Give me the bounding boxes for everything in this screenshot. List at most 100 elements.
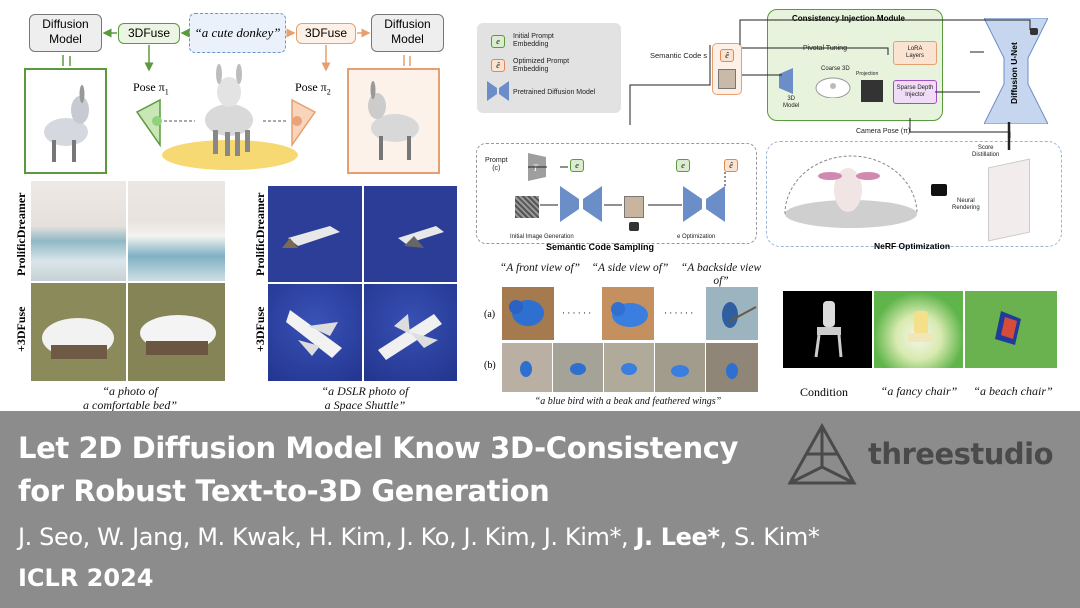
paper-title-line1: Let 2D Diffusion Model Know 3D-Consisten… bbox=[18, 431, 738, 465]
camera-pose-label: Camera Pose (π) bbox=[856, 128, 911, 135]
shuttle-row1-label: ProlificDreamer bbox=[253, 192, 267, 276]
bed-prolific-2-image bbox=[128, 181, 225, 281]
chair-beach-image bbox=[965, 291, 1057, 368]
score-distillation-label: Score Distillation bbox=[972, 145, 1000, 158]
bird-side-image bbox=[602, 287, 654, 340]
venue-label: ICLR 2024 bbox=[18, 564, 154, 592]
legend-pretrained-icon bbox=[487, 81, 509, 101]
bed-row1-label: ProlificDreamer bbox=[14, 192, 28, 276]
model-3d-icon bbox=[779, 68, 793, 94]
legend-optimized-swatch: ê bbox=[491, 59, 505, 72]
chair-fancy-image bbox=[874, 291, 963, 368]
bird-caption: “a blue bird with a beak and feathered w… bbox=[534, 396, 722, 407]
donkey-center-illustration bbox=[205, 64, 253, 156]
authors-end: , S. Kim* bbox=[719, 523, 820, 551]
initial-embedding-tag: e bbox=[570, 159, 584, 172]
bed-3dfuse-2-image bbox=[128, 283, 225, 381]
bird-b1-image bbox=[502, 343, 552, 392]
fuse-left-box: 3DFuse bbox=[118, 23, 180, 44]
semantic-code-box: ê bbox=[712, 43, 742, 95]
nerf-optimization-panel bbox=[766, 141, 1062, 247]
projection-image bbox=[861, 80, 883, 102]
view-front-label: “A front view of” bbox=[499, 262, 581, 274]
coarse-3d-label: Coarse 3D bbox=[821, 66, 850, 72]
prompt-c-label: Prompt (c) bbox=[485, 157, 508, 172]
unet-optimization-icon bbox=[683, 186, 725, 222]
authors-plain: J. Seo, W. Jang, M. Kwak, H. Kim, J. Ko,… bbox=[18, 523, 636, 551]
diffusion-model-left-box: Diffusion Model bbox=[29, 14, 102, 52]
paper-title-line2: for Robust Text-to-3D Generation bbox=[18, 474, 550, 508]
semantic-code-image bbox=[718, 69, 736, 89]
model-3d-label: 3D Model bbox=[783, 96, 800, 109]
bird-b2-image bbox=[553, 343, 603, 392]
fuse-right-box: 3DFuse bbox=[296, 23, 356, 44]
bird-b3-image bbox=[604, 343, 654, 392]
svg-text:T: T bbox=[533, 163, 539, 173]
chair-condition-image bbox=[783, 291, 872, 368]
donkey-view-right-image bbox=[347, 68, 440, 174]
shuttle-caption: “a DSLR photo of a Space Shuttle” bbox=[321, 384, 409, 412]
shuttle-prolific-1-image bbox=[268, 186, 362, 282]
legend-initial-label: Initial Prompt Embedding bbox=[513, 33, 554, 48]
nerf-dome-illustration bbox=[784, 155, 918, 228]
bird-b4-image bbox=[655, 343, 705, 392]
authors-bold: J. Lee* bbox=[635, 523, 720, 551]
legend-initial-swatch: e bbox=[491, 35, 505, 48]
consistency-module-title: Consistency Injection Module bbox=[792, 14, 905, 23]
lock-icon bbox=[629, 222, 639, 231]
threestudio-brand: threestudio bbox=[868, 437, 1054, 471]
bird-front-image bbox=[502, 287, 554, 340]
prompt-box: “a cute donkey” bbox=[189, 13, 286, 53]
pipeline-arrows bbox=[528, 19, 1031, 206]
row-a-dots-1: · · · · · · bbox=[562, 308, 592, 318]
pose1-label: Pose π1 bbox=[133, 80, 169, 97]
semantic-sampling-panel bbox=[476, 143, 757, 244]
noise-image bbox=[515, 196, 539, 218]
bed-3dfuse-1-image bbox=[31, 283, 126, 381]
bird-b5-image bbox=[706, 343, 758, 392]
shuttle-prolific-2-image bbox=[364, 186, 457, 282]
shuttle-row2-label: +3DFuse bbox=[253, 306, 267, 352]
unet-lock-icon bbox=[1030, 28, 1038, 35]
semantic-code-sampling-title: Semantic Code Sampling bbox=[546, 242, 655, 252]
coarse-3d-icon bbox=[815, 77, 851, 98]
diffusion-model-right-box: Diffusion Model bbox=[371, 14, 444, 52]
neural-rendering-label: Neural Rendering bbox=[952, 198, 980, 211]
donkey-view-left-image bbox=[24, 68, 107, 174]
bed-prolific-1-image bbox=[31, 181, 126, 281]
bird-back-image bbox=[706, 287, 758, 340]
semantic-code-ehat: ê bbox=[720, 49, 734, 62]
bed-caption: “a photo of a comfortable bed” bbox=[83, 384, 177, 412]
projection-label: Projection bbox=[856, 71, 879, 77]
shuttle-3dfuse-1-image bbox=[268, 284, 362, 381]
view-side-label: “A side view of” bbox=[591, 262, 669, 274]
pose2-label: Pose π2 bbox=[295, 80, 331, 97]
shuttle-3dfuse-2-image bbox=[364, 284, 457, 381]
threestudio-logo-icon bbox=[787, 423, 857, 485]
legend-pretrained-label: Pretrained Diffusion Model bbox=[513, 89, 596, 96]
initial-image-generation-label: Initial Image Generation bbox=[510, 234, 574, 240]
chair-fancy-caption: “a fancy chair” bbox=[880, 384, 958, 398]
authors-line: J. Seo, W. Jang, M. Kwak, H. Kim, J. Ko,… bbox=[18, 523, 820, 551]
opt-embedding-final-tag: ê bbox=[724, 159, 738, 172]
legend-panel: e Initial Prompt Embedding ê Optimized P… bbox=[477, 23, 621, 113]
left-figure-arrows bbox=[62, 28, 411, 170]
lora-layers-box: LoRA Layers bbox=[893, 41, 937, 65]
sampled-image bbox=[624, 196, 644, 218]
opt-embedding-initial-tag: e bbox=[676, 159, 690, 172]
chair-condition-caption: Condition bbox=[800, 385, 849, 399]
title-banner: Let 2D Diffusion Model Know 3D-Consisten… bbox=[0, 411, 1080, 608]
row-b-label: (b) bbox=[484, 360, 496, 371]
bed-row2-label: +3DFuse bbox=[14, 306, 28, 352]
view-back-label: “A backside view of” bbox=[680, 262, 762, 287]
row-a-dots-2: · · · · · · bbox=[664, 308, 694, 318]
unet-sampling-icon bbox=[560, 186, 602, 222]
legend-optimized-label: Optimized Prompt Embedding bbox=[513, 58, 570, 73]
diffusion-unet-shape bbox=[984, 18, 1048, 124]
semantic-code-label: Semantic Code s bbox=[650, 51, 708, 60]
nerf-optimization-title: NeRF Optimization bbox=[874, 241, 951, 251]
camera-icon bbox=[931, 184, 947, 196]
e-optimization-label: e Optimization bbox=[677, 234, 716, 240]
chair-beach-caption: “a beach chair” bbox=[973, 384, 1053, 398]
row-a-label: (a) bbox=[484, 309, 496, 320]
